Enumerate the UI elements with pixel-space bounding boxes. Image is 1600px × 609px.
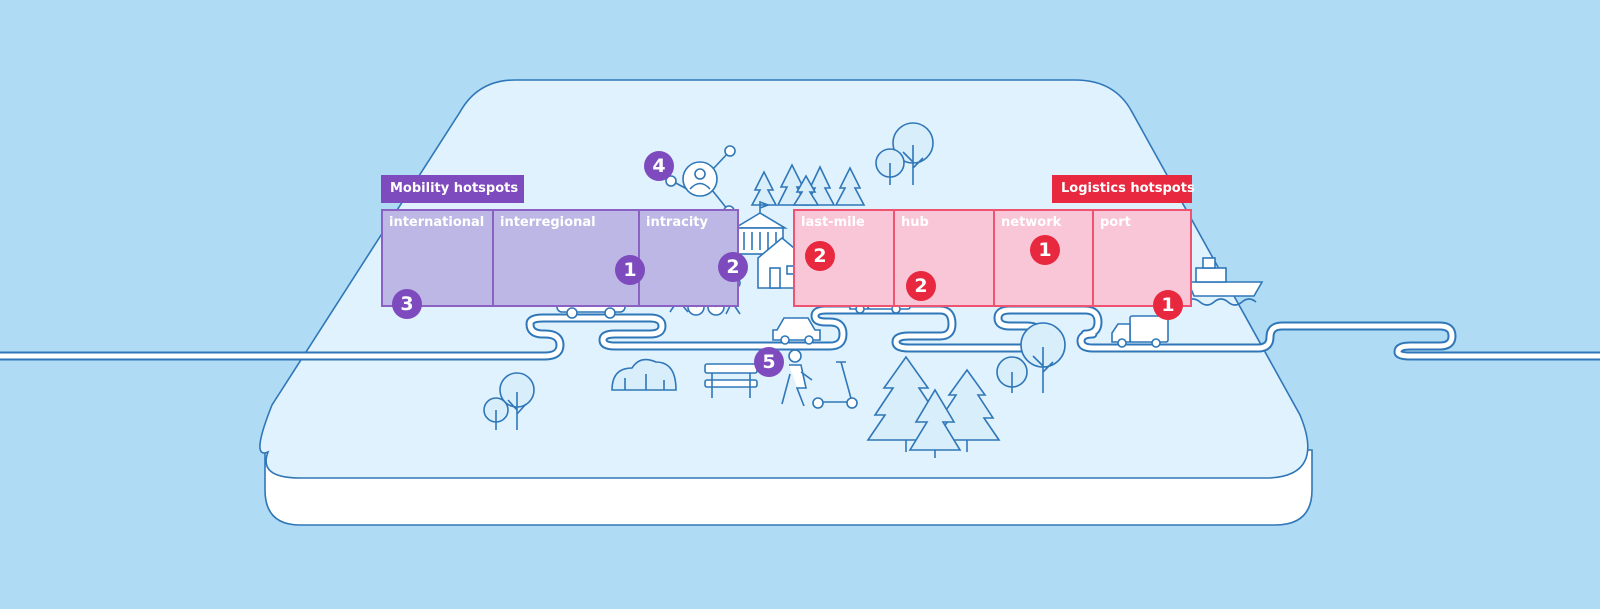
forest-icon: [750, 163, 866, 206]
badge-last-mile: 2: [805, 241, 835, 271]
car-icon: [772, 317, 821, 345]
zone-label: last-mile: [801, 215, 865, 230]
zone-label: hub: [901, 215, 929, 230]
logistics-hotspots-legend: Logistics hotspots: [1052, 175, 1195, 203]
ship-icon: [1185, 257, 1264, 306]
delivery-truck-icon: [1111, 315, 1169, 348]
badge-international: 3: [392, 289, 422, 319]
zone-international: international: [381, 209, 494, 307]
badge-interregional-bus: 1: [615, 255, 645, 285]
badge-network: 1: [1030, 235, 1060, 265]
zone-hub: hub: [893, 209, 995, 307]
zone-label: international: [389, 215, 485, 230]
tree-icon: [996, 322, 1066, 393]
bush-icon: [611, 358, 677, 391]
tree-icon: [875, 122, 934, 185]
zone-label: network: [1001, 215, 1062, 230]
zone-label: interregional: [500, 215, 596, 230]
mobility-hotspots-legend: Mobility hotspots: [381, 175, 524, 203]
badge-intracity-cyclists: 2: [718, 252, 748, 282]
zone-interregional: interregional: [492, 209, 640, 307]
badge-network-sharing: 4: [644, 151, 674, 181]
tree-icon: [483, 372, 535, 430]
pedestrian-icon: [781, 349, 813, 407]
badge-pedestrian: 5: [754, 347, 784, 377]
zone-last-mile: last-mile: [793, 209, 895, 307]
zone-label: intracity: [646, 215, 708, 230]
zone-port: port: [1092, 209, 1192, 307]
forest-icon: [866, 355, 1001, 458]
scooter-icon: [812, 361, 858, 409]
badge-port: 1: [1153, 290, 1183, 320]
badge-hub: 2: [906, 271, 936, 301]
road: [0, 305, 1600, 361]
zone-label: port: [1100, 215, 1131, 230]
